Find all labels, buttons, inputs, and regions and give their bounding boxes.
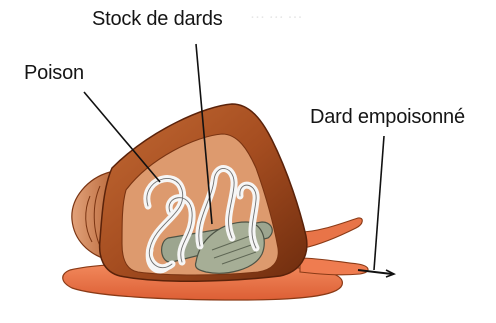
label-stock-de-dards: Stock de dards [92,8,223,31]
label-dard-empoisonne: Dard empoisonné [310,106,465,129]
proboscis [300,258,368,275]
label-poison: Poison [24,62,84,85]
leader-line-dard [374,136,384,270]
siphon [300,218,362,248]
